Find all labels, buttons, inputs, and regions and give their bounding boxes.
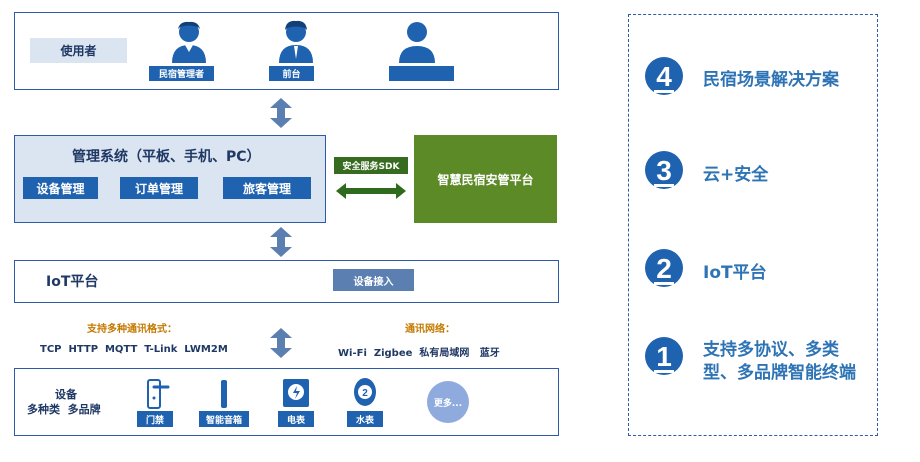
door-lock-label: 门禁	[137, 411, 173, 427]
smart-speaker-icon	[221, 380, 227, 408]
device-access-button[interactable]: 设备接入	[333, 269, 414, 291]
order-management-button[interactable]: 订单管理	[120, 177, 198, 199]
water-meter-icon: 2	[354, 378, 376, 406]
feature-4-label: 民宿场景解决方案	[703, 70, 839, 90]
device-management-button[interactable]: 设备管理	[23, 177, 98, 199]
svg-text:2: 2	[362, 388, 368, 399]
door-lock-icon	[147, 379, 170, 409]
number-4-icon: 4	[645, 57, 683, 95]
horizontal-double-arrow-icon	[336, 183, 406, 199]
water-meter-label: 水表	[347, 411, 383, 427]
sdk-label: 安全服务SDK	[334, 157, 408, 174]
manager-user-icon	[172, 21, 206, 63]
guest-user-icon	[399, 22, 435, 63]
feature-1-label-line2: 型、多品牌智能终端	[703, 363, 856, 383]
networks-list: Wi-Fi Zigbee 私有局域网 蓝牙	[338, 348, 500, 359]
feature-2-label: IoT平台	[703, 263, 767, 283]
role-guest-label	[389, 66, 454, 81]
role-manager-label: 民宿管理者	[149, 66, 214, 81]
electricity-meter-label: 电表	[278, 411, 314, 427]
devices-title: 设备	[55, 388, 77, 401]
feature-3-label: 云+安全	[703, 165, 769, 185]
front-desk-user-icon	[279, 20, 313, 63]
smart-homestay-platform: 智慧民宿安管平台	[414, 135, 557, 223]
smart-speaker-label: 智能音箱	[199, 411, 249, 427]
users-title: 使用者	[30, 38, 127, 63]
devices-subtitle: 多种类 多品牌	[27, 403, 101, 416]
role-front-desk-label: 前台	[269, 66, 314, 81]
more-devices-button[interactable]: 更多...	[427, 381, 469, 423]
double-arrow-icon	[270, 227, 292, 257]
networks-title: 通讯网络：	[405, 324, 455, 335]
number-1-icon: 1	[645, 337, 683, 375]
feature-1-label-line1: 支持多协议、多类	[703, 340, 839, 360]
protocols-list: TCP HTTP MQTT T-Link LWM2M	[40, 344, 228, 355]
number-2-icon: 2	[645, 249, 683, 287]
electricity-meter-icon	[283, 379, 309, 407]
svg-text:2: 2	[656, 253, 672, 284]
double-arrow-icon	[270, 328, 292, 358]
iot-panel	[14, 260, 559, 303]
double-arrow-icon	[270, 98, 292, 128]
number-3-icon: 3	[645, 151, 683, 189]
features-panel	[628, 14, 878, 436]
svg-text:4: 4	[656, 61, 672, 92]
iot-title: IoT平台	[46, 274, 99, 290]
svg-text:1: 1	[656, 341, 672, 372]
management-title: 管理系统（平板、手机、PC）	[72, 149, 261, 165]
svg-text:3: 3	[656, 155, 672, 186]
guest-management-button[interactable]: 旅客管理	[223, 177, 311, 199]
protocols-title: 支持多种通讯格式：	[87, 324, 177, 335]
